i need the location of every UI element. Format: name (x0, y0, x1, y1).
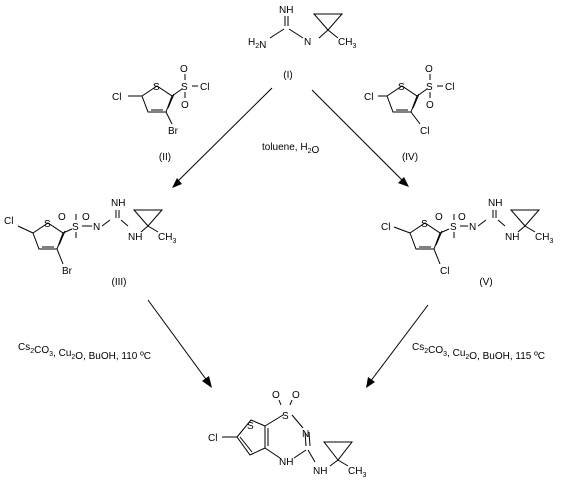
atom-o1: O (180, 64, 188, 75)
atom-s: S (153, 82, 160, 93)
compound-label: (I) (283, 70, 292, 81)
atom-o2: O (292, 390, 300, 401)
atom-ch3: CH3 (158, 232, 176, 245)
atom-nh-side: NH (313, 466, 327, 477)
atom-s: S (421, 219, 428, 230)
atom-cl: Cl (381, 222, 390, 233)
atom-nh: NH (279, 5, 293, 16)
arrow-I-to-V (311, 89, 409, 187)
atom-nh-right: NH (128, 232, 142, 243)
atom-n: N (302, 429, 309, 440)
atom-so2-s: S (450, 222, 457, 233)
arrow-III-to-product (147, 299, 212, 388)
atom-s2: S (247, 421, 254, 432)
atom-so2-s: S (72, 222, 79, 233)
atom-s: S (398, 82, 405, 93)
atom-nh-top: NH (111, 198, 125, 209)
atom-o2: O (458, 212, 466, 223)
atom-so2-s: S (426, 82, 433, 93)
atom-o2: O (181, 100, 189, 111)
atom-o1: O (435, 212, 443, 223)
atom-h2n: H2N (248, 37, 266, 51)
atom-cl2: Cl (200, 82, 209, 93)
compound-I: NH H2N N CH3 (I) (248, 5, 356, 81)
atom-cl: Cl (4, 216, 13, 227)
atom-cl2: Cl (440, 266, 449, 277)
atom-n: N (304, 37, 311, 48)
compound-label: (IV) (402, 152, 418, 163)
atom-nh-right: NH (505, 232, 519, 243)
arrow-V-to-product (366, 304, 429, 388)
arrow-I-to-III (172, 87, 273, 188)
atom-cl2: Cl (445, 82, 454, 93)
atom-br: Br (168, 126, 179, 137)
compound-label: (II) (159, 152, 171, 163)
compound-label: (V) (479, 277, 492, 288)
compound-V: Cl S S O O N NH NH CH3 Cl (V) (381, 198, 553, 288)
compound-product: O O S N S Cl NH NH CH3 (208, 390, 366, 479)
atom-cl: Cl (208, 433, 217, 444)
atom-o1: O (58, 212, 66, 223)
atom-o1: O (425, 64, 433, 75)
atom-s: S (44, 219, 51, 230)
atom-o1: O (272, 390, 280, 401)
atom-ch3: CH3 (348, 466, 366, 479)
condition-top: toluene, H2O (262, 142, 320, 156)
atom-so2-s: S (181, 82, 188, 93)
atom-cl: Cl (364, 92, 373, 103)
atom-cl3: Cl (420, 126, 429, 137)
atom-n: N (469, 222, 476, 233)
atom-o2: O (426, 100, 434, 111)
condition-left: Cs2CO3, Cu2O, BuOH, 110 ºC (18, 342, 151, 362)
condition-right: Cs2CO3, Cu2O, BuOH, 115 ºC (412, 342, 545, 362)
atom-n: N (93, 222, 100, 233)
compound-III: Cl S S O O N NH NH CH3 Br (III) (4, 198, 176, 288)
atom-nh-ring: NH (279, 457, 293, 468)
compound-label: (III) (112, 277, 127, 288)
atom-ch3: CH3 (535, 232, 553, 245)
atom-s1: S (282, 411, 289, 422)
atom-ch3: CH3 (338, 37, 356, 50)
atom-br: Br (62, 266, 73, 277)
atom-nh-top: NH (488, 198, 502, 209)
compound-II: Cl S S O O Cl Br (II) (112, 64, 209, 163)
atom-cl: Cl (112, 92, 121, 103)
atom-o2: O (82, 212, 90, 223)
compound-IV: Cl S S O O Cl Cl (IV) (364, 64, 454, 163)
